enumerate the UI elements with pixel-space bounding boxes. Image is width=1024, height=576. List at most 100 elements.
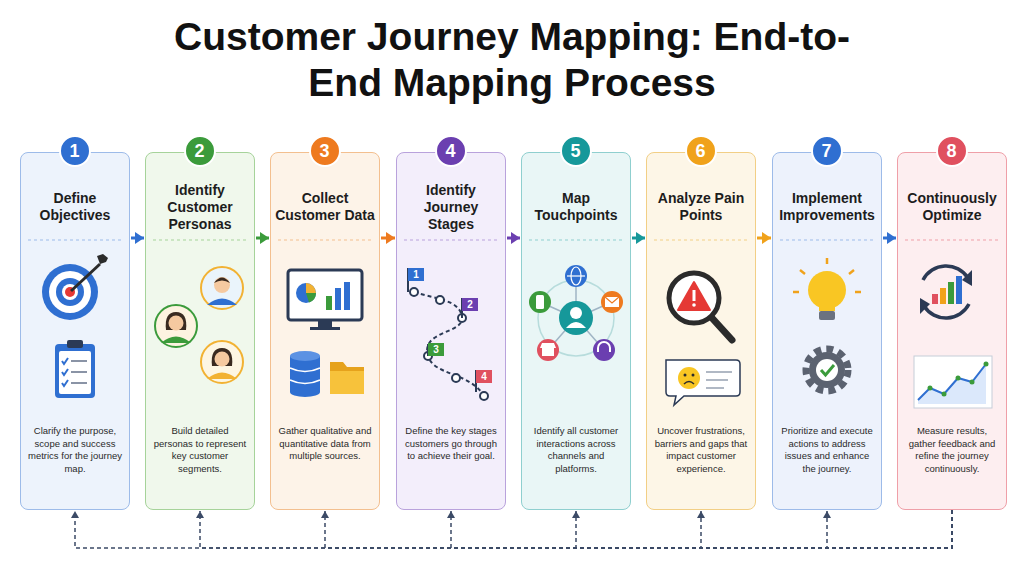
touchpoint-link	[540, 302, 576, 318]
journey-path	[414, 292, 484, 396]
chart-dot	[942, 392, 947, 397]
cycle-arrowhead	[920, 298, 930, 314]
bulb-ray	[826, 258, 829, 264]
line-chart-icon	[914, 356, 992, 408]
bulb-base	[819, 311, 835, 320]
step-number: 5	[570, 141, 580, 162]
headset-icon	[593, 339, 615, 361]
monitor-stand	[318, 321, 332, 327]
persona-hair	[166, 312, 187, 330]
folder-front	[330, 371, 364, 394]
connector-line	[256, 237, 269, 240]
target-ring	[62, 284, 78, 300]
connector-line	[451, 510, 952, 548]
persona-frame	[155, 305, 197, 347]
database-top	[290, 351, 320, 361]
persona-head	[215, 352, 230, 367]
journey-path-icon	[408, 268, 492, 400]
flow-arrow	[507, 232, 520, 244]
clipboard-board	[55, 344, 95, 398]
text-line	[706, 387, 724, 389]
bulb-ray	[849, 270, 854, 274]
bulb-neck	[819, 305, 835, 311]
step-card: Collect Customer DataGather qualitative …	[270, 152, 380, 510]
cycle-arrow	[924, 304, 969, 318]
bar	[956, 276, 962, 304]
separator	[654, 240, 748, 241]
step-heading: Analyze Pain Points	[650, 177, 752, 237]
folder-back	[330, 362, 364, 394]
step-number-badge: 4	[435, 135, 467, 167]
flag-pole	[475, 370, 477, 392]
mail-icon	[601, 291, 623, 313]
persona-hair	[212, 348, 233, 366]
list-line	[71, 382, 87, 384]
headset-band	[598, 342, 610, 352]
flag-pole	[407, 268, 409, 292]
persona-icon	[201, 267, 243, 309]
connector-line	[131, 237, 144, 240]
globe-equator	[567, 275, 585, 276]
persona-frame	[201, 341, 243, 383]
target-ring	[42, 264, 98, 320]
persona-hair	[214, 278, 230, 284]
store-front	[542, 348, 554, 356]
step-card: Continuously OptimizeMeasure results, ga…	[897, 152, 1007, 510]
cycle-arrowhead	[962, 270, 972, 286]
phone-icon	[529, 291, 551, 313]
customer-body	[566, 322, 586, 328]
step-card: Implement ImprovementsPrioritize and exe…	[772, 152, 882, 510]
text-line	[706, 371, 732, 373]
gear-teeth	[806, 349, 848, 391]
persona-shirt	[207, 299, 237, 306]
step-number: 7	[821, 141, 831, 162]
step-number-badge: 1	[59, 135, 91, 167]
database-bottom	[290, 387, 320, 397]
separator	[28, 240, 122, 241]
flow-arrow	[256, 232, 269, 244]
check-mark	[62, 358, 68, 364]
bulb-ray	[855, 291, 861, 294]
flag	[408, 268, 424, 281]
connector-line	[325, 510, 952, 548]
dart-fletching	[97, 254, 108, 264]
flag-number: 1	[409, 269, 423, 281]
gear-icon	[806, 349, 848, 391]
flag-number: 4	[477, 371, 491, 383]
separator	[905, 240, 999, 241]
path-stop	[410, 288, 418, 296]
feedback-connector	[697, 510, 952, 548]
feedback-connector	[447, 510, 952, 548]
path-stop	[458, 314, 466, 322]
persona-head	[169, 316, 184, 331]
cycle-arrow	[923, 266, 968, 280]
magnifier-handle	[712, 318, 732, 340]
check-mark	[821, 365, 834, 375]
persona-head	[214, 277, 230, 293]
feedback-connector	[823, 510, 952, 548]
magnifier-lens	[669, 273, 719, 323]
step-heading: Implement Improvements	[776, 177, 878, 237]
face-eye	[692, 374, 695, 377]
feedback-connector	[321, 510, 952, 548]
arrowhead	[887, 232, 896, 244]
check-mark	[62, 380, 68, 386]
warning-bar	[693, 290, 696, 301]
arrowhead	[321, 511, 329, 518]
step-number-badge: 3	[309, 135, 341, 167]
step-number: 6	[695, 141, 705, 162]
step-number: 3	[319, 141, 329, 162]
arrowhead	[135, 232, 144, 244]
chart-line	[918, 364, 986, 400]
database-body	[290, 356, 320, 392]
step-heading: Map Touchpoints	[525, 177, 627, 237]
path-stop	[452, 374, 460, 382]
connector-line	[381, 237, 395, 240]
separator	[153, 240, 247, 241]
arrowhead	[697, 511, 705, 518]
store-awning	[540, 343, 556, 348]
clipboard-clip	[67, 340, 83, 348]
separator	[404, 240, 498, 241]
flag-pole	[461, 298, 463, 318]
monitor-screen	[288, 270, 362, 320]
